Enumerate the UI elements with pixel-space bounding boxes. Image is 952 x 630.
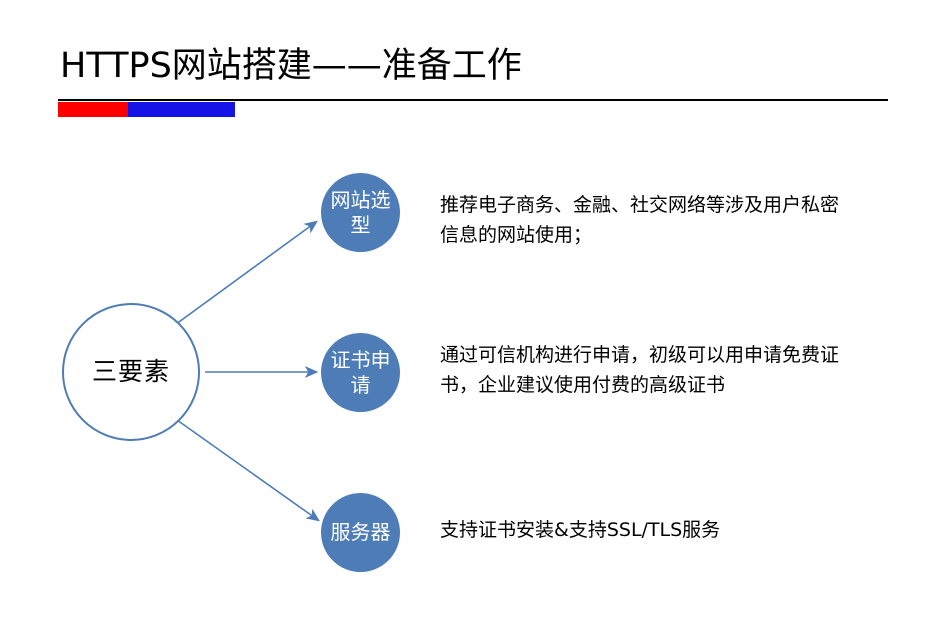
description-server: 支持证书安装&支持SSL/TLS服务 [440, 519, 721, 541]
accent-bar-red [58, 102, 128, 117]
three-elements-diagram: 三要素 网站选型 证书申请 服务器 推荐电子商务、金融、社交网络等涉及用户私密信… [0, 140, 952, 610]
node-server-label: 服务器 [330, 520, 391, 544]
accent-bar-blue [128, 102, 235, 117]
node-certificate-application-label: 证书申请 [330, 347, 391, 397]
page-title: HTTPS网站搭建——准备工作 [60, 46, 522, 86]
node-server[interactable]: 服务器 [321, 493, 400, 572]
title-accent-bar [58, 102, 235, 117]
node-certificate-application[interactable]: 证书申请 [321, 333, 400, 412]
description-certificate-application: 通过可信机构进行申请，初级可以用申请免费证书，企业建议使用付费的高级证书 [440, 344, 840, 396]
node-website-selection[interactable]: 网站选型 [321, 173, 400, 252]
node-website-selection-label: 网站选型 [330, 187, 391, 237]
hub-node-label: 三要素 [91, 357, 170, 386]
hub-node-three-elements[interactable]: 三要素 [62, 303, 200, 441]
title-divider [58, 99, 888, 101]
description-website-selection: 推荐电子商务、金融、社交网络等涉及用户私密信息的网站使用； [440, 194, 840, 246]
